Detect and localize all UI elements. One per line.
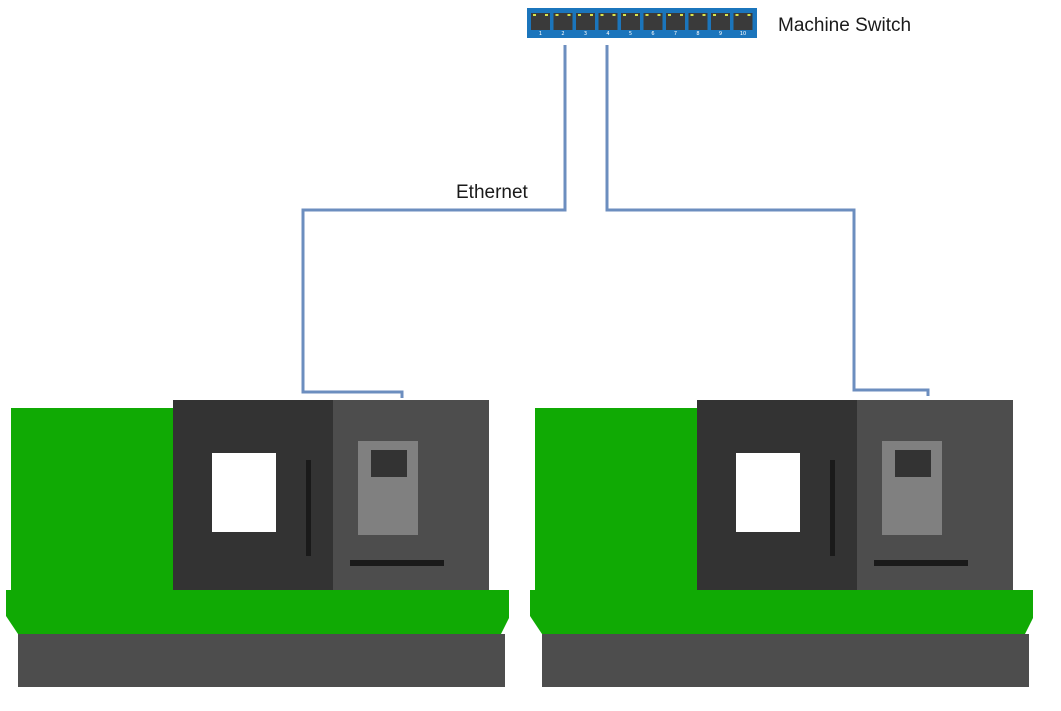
port-led [645,14,649,16]
port-number: 2 [561,31,564,37]
machine-window [212,453,276,532]
port-led [612,14,616,16]
machine-side-panel [535,408,699,592]
port-number: 4 [606,31,609,37]
machine-window [736,453,800,532]
network-switch-icon: 1 2 3 4 5 6 7 8 9 10 [527,8,757,38]
cnc-lathe-icon [6,400,509,687]
switch-port [621,13,640,30]
port-led [590,14,593,16]
door-handle [306,460,311,556]
ethernet-cable-right [605,45,930,396]
port-number: 9 [719,31,722,37]
door-handle [830,460,835,556]
port-number: 6 [651,31,654,37]
switch-port [643,13,663,30]
port-led [690,14,694,16]
port-led [725,14,728,16]
switch-ports: 1 2 3 4 5 6 7 8 9 10 [531,13,753,37]
switch-port [666,13,685,30]
control-screen [895,450,931,477]
port-led [555,14,559,16]
port-led [657,14,661,16]
port-number: 5 [629,31,632,37]
cnc-lathe-icon [530,400,1033,687]
machine-base [542,634,1029,687]
port-led [735,14,739,16]
switch-label: Machine Switch [778,15,911,36]
port-led [533,14,536,16]
port-led [567,14,571,16]
switch-port [711,13,730,30]
chip-slot [874,560,968,566]
port-led [623,14,626,16]
port-led [747,14,751,16]
chip-slot [350,560,444,566]
port-number: 7 [674,31,677,37]
port-led [578,14,581,16]
port-led [600,14,604,16]
port-number: 3 [584,31,587,37]
control-screen [371,450,407,477]
switch-port [598,13,618,30]
port-led [713,14,716,16]
ethernet-label: Ethernet [456,182,529,203]
switch-port [553,13,573,30]
port-number: 10 [740,31,746,37]
machine-base [18,634,505,687]
switch-port [531,13,550,30]
switch-port [688,13,708,30]
port-led [635,14,638,16]
machine-tray [6,590,509,634]
ethernet-cable-left [301,45,567,398]
port-number: 8 [696,31,699,37]
switch-port [733,13,753,30]
port-led [545,14,548,16]
port-number: 1 [539,31,542,37]
machine-side-panel [11,408,175,592]
switch-port [576,13,595,30]
port-led [680,14,683,16]
port-led [702,14,706,16]
machine-tray [530,590,1033,634]
port-led [668,14,671,16]
